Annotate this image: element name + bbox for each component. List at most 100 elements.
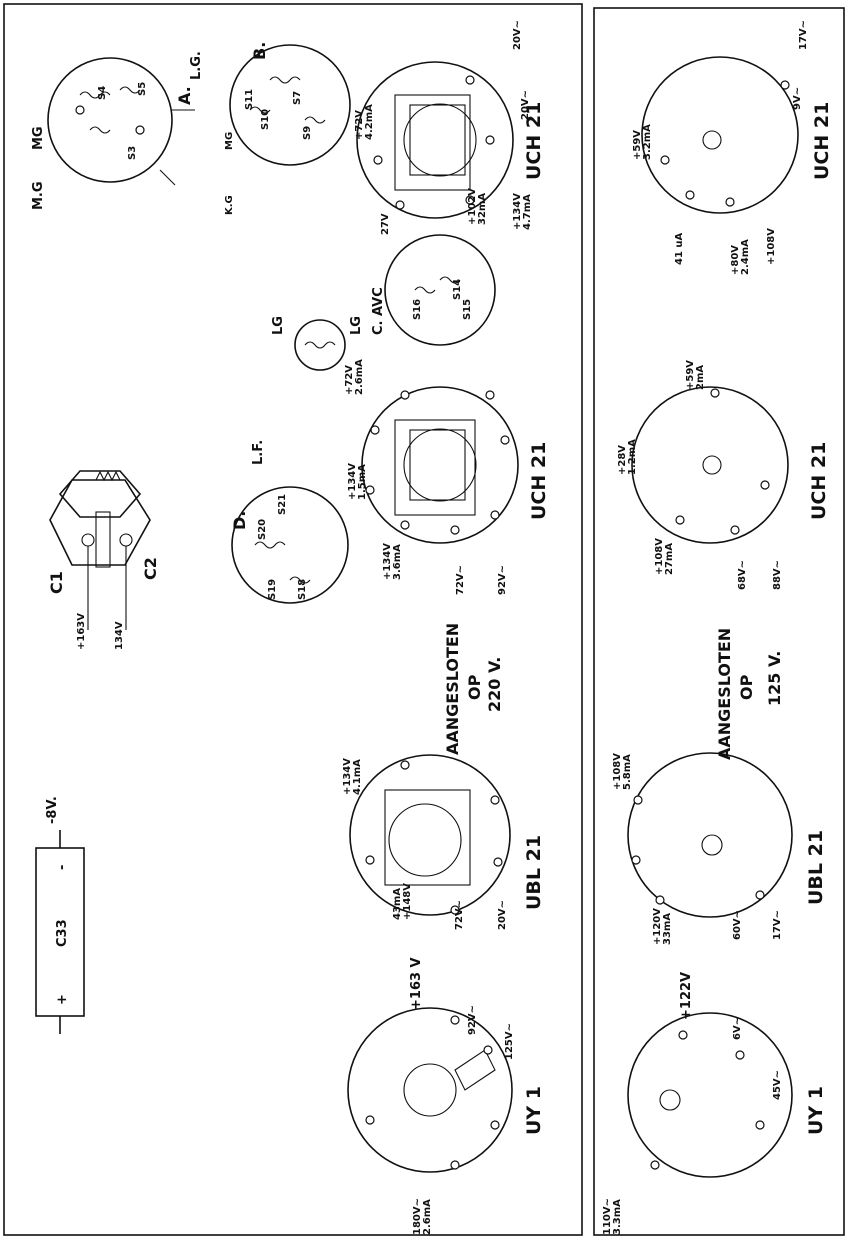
c1-voltage: +163V: [76, 613, 87, 650]
coil-a-s3: S3: [127, 146, 138, 160]
tube-uch21-top-right: UCH 21 20V~ 20V~ +72V 4.2mA +102V 32mA +…: [354, 20, 545, 235]
heading-125v-line-3: 125 V.: [765, 651, 784, 706]
coil-c-label: C. AVC: [371, 287, 386, 335]
uch21-top-mid-note-4: +134V: [382, 543, 393, 580]
uch21-bottom-right-note-7: +108V: [766, 228, 777, 265]
heading-220v: AANGESLOTEN OP 220 V.: [443, 623, 504, 755]
uch21-bottom-mid-note-5: 27mA: [664, 543, 675, 575]
uch21-bottom-mid-name: UCH 21: [808, 442, 830, 520]
coil-lg-label-2: LG: [349, 316, 364, 335]
coil-a-s5: S5: [137, 82, 148, 96]
uch21-bottom-mid-note-6: 68V~: [737, 560, 748, 590]
uy1-top-name: UY 1: [523, 1086, 545, 1135]
coil-c: C. AVC S14 S15 S16: [371, 234, 496, 346]
uch21-bottom-right-note-1: 9V~: [792, 87, 803, 110]
uch21-bottom-right-note-2: +59V: [632, 130, 643, 160]
uch21-top-mid-note-5: 3.6mA: [392, 544, 403, 580]
uch21-bottom-mid-note-1: 1.2mA: [627, 439, 638, 475]
uy1-bottom-note-1: 6V~: [732, 1017, 743, 1040]
uy1-bottom-note-3: 110V~: [602, 1198, 613, 1235]
uch21-top-mid-name: UCH 21: [528, 442, 550, 520]
coil-a-lg: L.G.: [189, 51, 204, 80]
uch21-bottom-right-note-0: 17V~: [798, 20, 809, 50]
c33-plus: +: [55, 994, 70, 1005]
uch21-bottom-right-note-5: +80V: [730, 245, 741, 275]
coil-d-label: D.: [230, 511, 249, 530]
c33-capacitor: C33 - + -8V.: [35, 796, 85, 1034]
heading-125v-line-1: AANGESLOTEN: [715, 628, 734, 760]
heading-220v-line-2: OP: [465, 674, 484, 700]
coil-d-s19: S19: [267, 579, 278, 600]
coil-lg-label-1: LG: [271, 316, 286, 335]
heading-125v-line-2: OP: [737, 674, 756, 700]
coil-a-s4: S4: [97, 86, 108, 100]
heading-220v-line-1: AANGESLOTEN: [443, 623, 462, 755]
tube-uch21-bottom-right: UCH 21 17V~ 9V~ +59V 3.2mA 41 uA +80V 2.…: [632, 20, 833, 275]
coil-c-s15: S15: [462, 299, 473, 320]
ubl21-bottom-note-4: 60V~: [732, 910, 743, 940]
uch21-top-right-note-7: 4.7mA: [522, 194, 533, 230]
coil-d-s18: S18: [297, 579, 308, 600]
heading-125v: AANGESLOTEN OP 125 V.: [715, 628, 784, 760]
uch21-bottom-right-note-6: 2.4mA: [740, 239, 751, 275]
uch21-top-right-note-2: +72V: [354, 110, 365, 140]
uy1-bottom-name: UY 1: [805, 1086, 827, 1135]
c33-voltage: -8V.: [45, 796, 60, 824]
c33-label: C33: [55, 919, 70, 947]
uy1-bottom-note-0: +122V: [679, 972, 694, 1020]
uy1-bottom-note-2: 45V~: [772, 1070, 783, 1100]
ubl21-top-note-2: 43mA: [392, 888, 403, 920]
coil-d-s21: S21: [277, 494, 288, 515]
uch21-top-mid-note-2: +72V: [344, 365, 355, 395]
coil-d-s20: S20: [257, 519, 268, 540]
coil-b-s11: S11: [244, 89, 255, 110]
uch21-bottom-right-note-4: 41 uA: [674, 232, 685, 265]
ubl21-top-note-0: +134V: [342, 758, 353, 795]
ubl21-bottom-note-1: 5.8mA: [622, 754, 633, 790]
ubl21-top-name: UBL 21: [523, 835, 545, 910]
coil-lg: LG LG: [271, 316, 364, 371]
ubl21-bottom-note-5: 17V~: [772, 910, 783, 940]
uy1-top-note-4: 2.6mA: [422, 1199, 433, 1235]
uch21-bottom-mid-note-2: +59V: [685, 360, 696, 390]
ubl21-bottom-note-3: 33mA: [662, 913, 673, 945]
uy1-top-note-3: 180V~: [412, 1198, 423, 1235]
uy1-top-note-2: 125V~: [504, 1023, 515, 1060]
ubl21-bottom-note-2: +120V: [652, 908, 663, 945]
lower-panel-frame: [593, 7, 845, 1236]
ubl21-bottom-note-0: +108V: [612, 753, 623, 790]
uch21-bottom-mid-note-3: 2mA: [695, 365, 706, 390]
tube-uy1-bottom: UY 1 +122V 6V~ 45V~ 110V~ 3.3mA: [602, 972, 827, 1235]
upper-panel-frame: [3, 3, 583, 1236]
coil-b-s7: S7: [292, 91, 303, 105]
coil-d-lf: L.F.: [251, 440, 266, 465]
c2-voltage: 134V: [114, 621, 125, 650]
uch21-top-mid-note-0: +134V: [347, 463, 358, 500]
c2-label: C2: [141, 557, 160, 580]
coil-a-mg-bot: M.G: [31, 181, 46, 210]
coil-b-kg: K.G: [224, 195, 235, 215]
ubl21-top-note-3: +148V: [402, 883, 413, 920]
c1-label: C1: [47, 571, 66, 594]
coil-d: D. L.F. S20 S21 S18 S19: [230, 440, 349, 604]
uch21-top-mid-note-1: 1.5mA: [357, 464, 368, 500]
uch21-top-mid-note-3: 2.6mA: [354, 359, 365, 395]
uch21-top-mid-note-7: 92V~: [497, 565, 508, 595]
uy1-top-note-0: +163 V: [409, 957, 424, 1010]
uch21-bottom-mid-note-4: +108V: [654, 538, 665, 575]
uy1-top-note-1: 92V~: [467, 1005, 478, 1035]
coil-b-s10: S10: [260, 109, 271, 130]
tube-ubl21-bottom: UBL 21 +108V 5.8mA +120V 33mA 60V~ 17V~: [612, 752, 827, 945]
uch21-top-right-note-0: 20V~: [512, 20, 523, 50]
coil-c-s14: S14: [452, 279, 463, 300]
uy1-bottom-note-4: 3.3mA: [612, 1199, 623, 1235]
uch21-top-right-note-6: +134V: [512, 193, 523, 230]
tube-uch21-top-mid: UCH 21 +134V 1.5mA +72V 2.6mA +134V 3.6m…: [344, 359, 550, 595]
coil-a: S4 S5 S3 A. L.G. MG M.G: [31, 51, 204, 210]
uch21-bottom-right-note-3: 3.2mA: [642, 124, 653, 160]
c33-minus: -: [55, 865, 70, 870]
uch21-bottom-mid-note-0: +28V: [617, 445, 628, 475]
coil-a-label: A.: [175, 86, 194, 105]
